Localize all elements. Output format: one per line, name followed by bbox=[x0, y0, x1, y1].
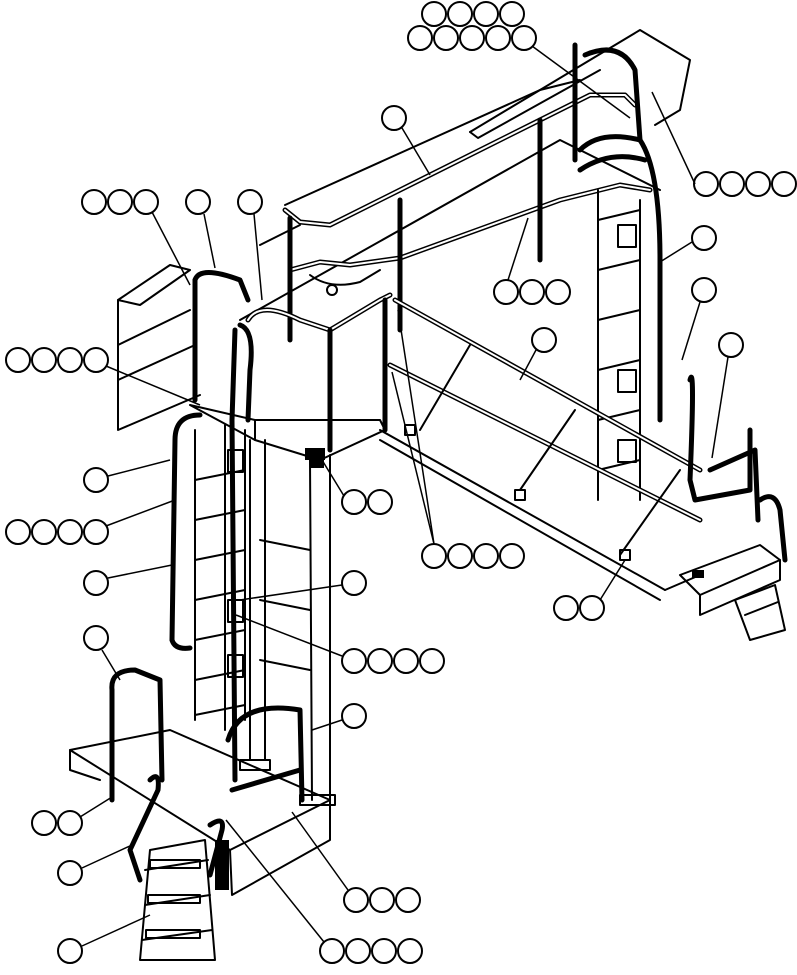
callout-group-27 bbox=[57, 938, 83, 964]
callout-group-4 bbox=[381, 105, 407, 131]
callout-group-8 bbox=[493, 279, 571, 305]
callout-group-6 bbox=[185, 189, 211, 215]
callout-group-11 bbox=[5, 347, 109, 373]
callout-group-19 bbox=[341, 570, 367, 596]
callout-group-7 bbox=[237, 189, 263, 215]
callout-group-24 bbox=[31, 810, 83, 836]
callout-group-15 bbox=[341, 489, 393, 515]
callout-group-10 bbox=[691, 277, 717, 303]
callout-group-18 bbox=[83, 570, 109, 596]
callout-group-1 bbox=[421, 1, 525, 27]
callout-group-25 bbox=[57, 860, 83, 886]
callout-group-16 bbox=[5, 519, 109, 545]
callout-group-20 bbox=[553, 595, 605, 621]
upper-deck-structure bbox=[117, 29, 691, 431]
callout-group-2 bbox=[407, 25, 537, 51]
left-upper-landing bbox=[189, 270, 393, 468]
callout-group-22 bbox=[83, 625, 109, 651]
callout-group-9 bbox=[691, 225, 717, 251]
callout-group-23 bbox=[341, 703, 367, 729]
callout-group-3 bbox=[693, 171, 797, 197]
callouts bbox=[5, 1, 797, 964]
lower-stairs bbox=[109, 667, 225, 961]
rear-handrail bbox=[282, 92, 653, 343]
rear-ladder bbox=[572, 42, 663, 501]
callout-group-13 bbox=[718, 332, 744, 358]
right-end-platform bbox=[679, 374, 788, 641]
callout-group-5 bbox=[81, 189, 159, 215]
left-ladder bbox=[169, 327, 246, 783]
callout-group-21 bbox=[341, 648, 445, 674]
callout-group-17 bbox=[421, 543, 525, 569]
callout-group-28 bbox=[319, 938, 423, 964]
callout-group-26 bbox=[343, 887, 421, 913]
callout-group-12 bbox=[531, 327, 557, 353]
callout-group-14 bbox=[83, 467, 109, 493]
